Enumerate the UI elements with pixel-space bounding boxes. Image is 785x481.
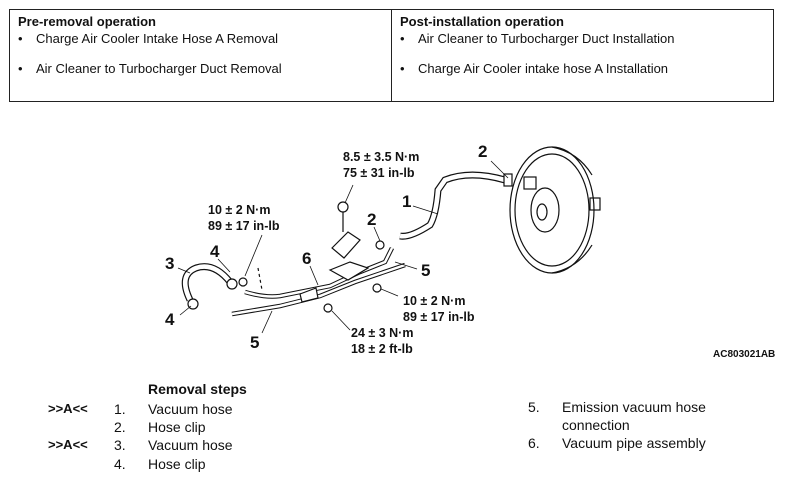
pre-removal-column: Pre-removal operation • Charge Air Coole… — [10, 10, 391, 101]
step-number: 1. — [114, 401, 126, 417]
post-installation-item-text: Air Cleaner to Turbocharger Duct Install… — [418, 31, 675, 46]
step-number: 4. — [114, 456, 126, 472]
list-item: 5. Emission vacuum hose connection — [0, 398, 785, 434]
pre-removal-item-text: Air Cleaner to Turbocharger Duct Removal — [36, 61, 282, 76]
callout-3: 3 — [165, 254, 174, 273]
bolt-icon — [238, 201, 385, 313]
bullet-icon: • — [400, 31, 405, 46]
list-item: >>A<< 1. Vacuum hose — [0, 400, 400, 418]
vacuum-pipe-assembly — [231, 231, 406, 317]
brake-booster-icon — [509, 146, 601, 274]
callout-5: 5 — [250, 333, 259, 352]
vacuum-hose-3 — [181, 263, 238, 310]
post-installation-item: • Air Cleaner to Turbocharger Duct Insta… — [400, 31, 765, 47]
figure-code: AC803021AB — [713, 349, 775, 360]
step-text: connection — [562, 417, 630, 433]
torque-right-inlb: 89 ± 17 in-lb — [403, 310, 475, 324]
torque-top-inlb: 75 ± 31 in-lb — [343, 166, 415, 180]
callout-4: 4 — [210, 242, 220, 261]
step-text: Vacuum pipe assembly — [562, 435, 706, 451]
list-item: 6. Vacuum pipe assembly — [0, 434, 785, 452]
torque-bottom-ftlb: 18 ± 2 ft-lb — [351, 342, 413, 356]
step-number: 5. — [528, 399, 540, 415]
step-text: Emission vacuum hose — [562, 399, 706, 415]
torque-left-inlb: 89 ± 17 in-lb — [208, 219, 280, 233]
procedure-marker: >>A<< — [48, 437, 88, 452]
step-number: 6. — [528, 435, 540, 451]
operations-table: Pre-removal operation • Charge Air Coole… — [9, 9, 774, 102]
removal-steps-title: Removal steps — [148, 381, 247, 397]
post-installation-item-text: Charge Air Cooler intake hose A Installa… — [418, 61, 669, 76]
callout-2: 2 — [478, 142, 487, 161]
vacuum-hose-diagram: 8.5 ± 3.5 N·m 75 ± 31 in-lb 10 ± 2 N·m 8… — [165, 142, 775, 360]
list-item: >>A<< 3. Vacuum hose — [0, 436, 400, 454]
step-text: Vacuum hose — [148, 437, 233, 453]
callout-5: 5 — [421, 261, 430, 280]
post-installation-item: • Charge Air Cooler intake hose A Instal… — [400, 61, 765, 77]
post-installation-heading: Post-installation operation — [400, 14, 564, 29]
torque-bottom-nm: 24 ± 3 N·m — [351, 326, 413, 340]
bullet-icon: • — [18, 61, 23, 76]
step-number: 3. — [114, 437, 126, 453]
pre-removal-heading: Pre-removal operation — [18, 14, 156, 29]
callout-6: 6 — [302, 249, 311, 268]
step-text: Vacuum hose — [148, 401, 233, 417]
callout-2: 2 — [367, 210, 376, 229]
torque-left-nm: 10 ± 2 N·m — [208, 203, 270, 217]
pre-removal-item: • Charge Air Cooler Intake Hose A Remova… — [18, 31, 383, 47]
pre-removal-item-text: Charge Air Cooler Intake Hose A Removal — [36, 31, 279, 46]
post-installation-column: Post-installation operation • Air Cleane… — [391, 10, 773, 101]
torque-right-nm: 10 ± 2 N·m — [403, 294, 465, 308]
vacuum-hose-1 — [399, 171, 513, 240]
step-number: 2. — [114, 419, 126, 435]
bullet-icon: • — [18, 31, 23, 46]
bullet-icon: • — [400, 61, 405, 76]
callout-4: 4 — [165, 310, 175, 329]
step-text: Hose clip — [148, 419, 206, 435]
list-item: 4. Hose clip — [0, 455, 400, 473]
torque-top-nm: 8.5 ± 3.5 N·m — [343, 150, 419, 164]
procedure-marker: >>A<< — [48, 401, 88, 416]
callout-1: 1 — [402, 192, 411, 211]
step-text: Hose clip — [148, 456, 206, 472]
pre-removal-item: • Air Cleaner to Turbocharger Duct Remov… — [18, 61, 383, 77]
list-item: 2. Hose clip — [0, 418, 400, 436]
